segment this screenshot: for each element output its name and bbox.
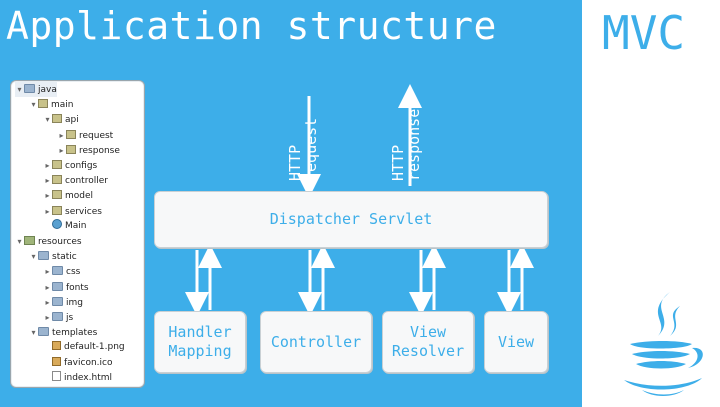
tree-item-label: css <box>66 267 81 278</box>
expanded-arrow-icon[interactable]: ▾ <box>17 85 22 94</box>
tree-item[interactable]: ▸ controller <box>43 173 108 188</box>
tree-item-label: Main <box>65 220 87 231</box>
tree-item-label: request <box>79 130 114 141</box>
java-cup-icon <box>624 292 703 396</box>
tree-item[interactable]: ▸ request <box>57 128 113 143</box>
tree-item[interactable]: ▾ resources <box>15 234 82 249</box>
expanded-arrow-icon[interactable]: ▾ <box>31 328 36 338</box>
tree-item-label: default-1.png <box>64 342 125 353</box>
tree-item[interactable]: index.html <box>43 370 112 386</box>
page-title: Application structure <box>6 4 497 48</box>
pkg-icon <box>52 160 62 169</box>
folder-icon <box>52 312 63 321</box>
folder-icon <box>52 266 63 276</box>
tree-item-label: api <box>65 115 79 126</box>
tree-item[interactable]: ▸ configs <box>43 158 97 173</box>
img-icon <box>52 356 61 366</box>
tree-item[interactable]: ▾ templates <box>29 325 97 340</box>
collapsed-arrow-icon[interactable]: ▸ <box>45 206 50 216</box>
pkg-icon <box>52 114 62 124</box>
expanded-arrow-icon[interactable]: ▾ <box>31 100 36 110</box>
folder-icon <box>38 327 49 337</box>
tree-item[interactable]: ▸ response <box>57 143 120 158</box>
tree-item[interactable]: ▸ css <box>43 264 80 279</box>
tree-item-label: img <box>66 297 83 308</box>
collapsed-arrow-icon[interactable]: ▸ <box>45 161 50 170</box>
dispatcher-servlet-box: Dispatcher Servlet <box>154 191 548 248</box>
tree-item[interactable]: ▾ java <box>15 82 57 97</box>
project-tree: ▾java▾main▾api▸request▸response▸configs▸… <box>10 80 145 388</box>
folder-icon <box>52 296 63 306</box>
tree-item[interactable]: ▾ api <box>43 112 79 127</box>
tree-item[interactable]: ▸ services <box>43 204 102 219</box>
mvc-badge: MVC <box>602 6 686 60</box>
tree-item-label: fonts <box>66 282 89 293</box>
tree-item-label: response <box>79 145 120 156</box>
tree-item-label: java <box>38 85 57 95</box>
pkg-icon <box>66 129 76 139</box>
tree-item-label: services <box>65 206 102 217</box>
handler-mapping-box: Handler Mapping <box>154 311 246 373</box>
collapsed-arrow-icon[interactable]: ▸ <box>45 267 50 277</box>
folder-icon <box>24 84 35 93</box>
tree-item-label: main <box>51 100 74 111</box>
collapsed-arrow-icon[interactable]: ▸ <box>59 130 64 140</box>
view-resolver-box: View Resolver <box>382 311 474 373</box>
tree-item-label: favicon.ico <box>64 357 113 368</box>
cls-icon <box>52 218 62 229</box>
view-box: View <box>484 311 548 373</box>
collapsed-arrow-icon[interactable]: ▸ <box>59 145 64 155</box>
collapsed-arrow-icon[interactable]: ▸ <box>45 297 50 307</box>
tree-item-label: controller <box>65 176 108 187</box>
tree-item-label: model <box>65 191 94 202</box>
http-request-label: HTTP request <box>286 117 320 181</box>
expanded-arrow-icon[interactable]: ▾ <box>17 237 22 246</box>
pkg-icon <box>52 190 62 200</box>
tree-item[interactable]: ▸ js <box>43 310 73 325</box>
tree-item[interactable]: favicon.ico <box>43 356 113 371</box>
tree-item-label: templates <box>52 328 98 339</box>
collapsed-arrow-icon[interactable]: ▸ <box>45 191 50 201</box>
tree-item-label: index.html <box>64 372 112 383</box>
flow-arrows <box>185 84 534 316</box>
file-icon <box>52 370 61 381</box>
expanded-arrow-icon[interactable]: ▾ <box>45 115 50 125</box>
tree-item[interactable]: ▾ static <box>29 249 77 264</box>
tree-item-label: configs <box>65 161 98 171</box>
collapsed-arrow-icon[interactable]: ▸ <box>45 313 50 322</box>
tree-item[interactable]: ▾ main <box>29 97 74 112</box>
folder-icon <box>38 251 49 261</box>
pkg-icon <box>38 99 48 109</box>
tree-item-label: js <box>66 313 74 323</box>
tree-item-label: resources <box>38 237 82 247</box>
tree-item-label: static <box>52 252 77 263</box>
tree-item[interactable]: Main <box>43 218 87 234</box>
folder-icon <box>52 281 63 291</box>
expanded-arrow-icon[interactable]: ▾ <box>31 252 36 262</box>
pkg-icon <box>52 205 62 215</box>
collapsed-arrow-icon[interactable]: ▸ <box>45 282 50 292</box>
tree-item[interactable]: ▸ model <box>43 188 93 203</box>
side-panel <box>582 0 720 407</box>
res-icon <box>24 236 35 245</box>
tree-item[interactable]: default-1.png <box>43 340 125 355</box>
tree-item[interactable]: ▸ img <box>43 295 83 310</box>
controller-box: Controller <box>260 311 372 373</box>
collapsed-arrow-icon[interactable]: ▸ <box>45 176 50 186</box>
pkg-icon <box>52 175 62 185</box>
pkg-icon <box>66 144 76 154</box>
http-response-label: HTTP response <box>389 108 423 181</box>
img-icon <box>52 341 61 351</box>
tree-item[interactable]: ▸ fonts <box>43 280 89 295</box>
